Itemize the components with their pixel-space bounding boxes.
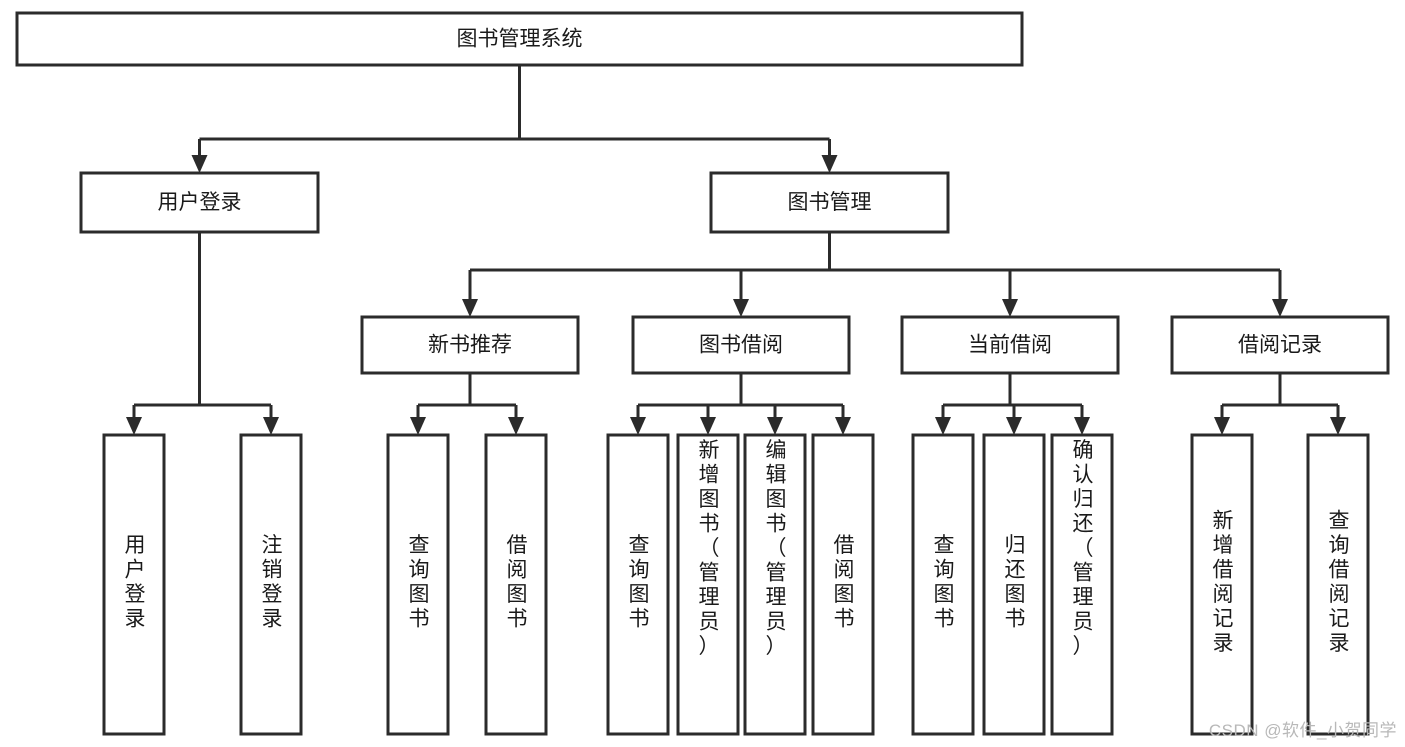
node-box-book-manage bbox=[709, 171, 950, 234]
node-box-borrow-book-2 bbox=[811, 433, 875, 736]
arrow-user-login-head bbox=[191, 155, 208, 173]
arrow-user-login-leaf-head bbox=[126, 417, 142, 435]
node-confirm-return-admin[interactable]: 确认归还（管理员） bbox=[1050, 433, 1114, 736]
node-book-borrow[interactable]: 图书借阅 bbox=[631, 315, 851, 375]
node-box-borrow-book-1 bbox=[484, 433, 548, 736]
node-box-user-logout-leaf bbox=[239, 433, 303, 736]
arrow-user-logout-leaf-head bbox=[263, 417, 279, 435]
node-user-login-leaf[interactable]: 用户登录 bbox=[102, 433, 166, 736]
node-box-new-book-recommend bbox=[360, 315, 580, 375]
node-label-new-book-recommend: 新书推荐 bbox=[428, 334, 512, 357]
arrow-borrow-book-2-head bbox=[835, 417, 851, 435]
arrow-confirm-return-admin-head bbox=[1074, 417, 1090, 435]
node-new-book-recommend[interactable]: 新书推荐 bbox=[360, 315, 580, 375]
arrow-current-borrow-head bbox=[1002, 299, 1018, 317]
node-label-query-book-3: 查询图书 bbox=[934, 534, 955, 631]
node-label-current-borrow: 当前借阅 bbox=[968, 334, 1052, 357]
node-label-borrow-record: 借阅记录 bbox=[1238, 334, 1322, 357]
node-box-user-login-leaf bbox=[102, 433, 166, 736]
node-user-login[interactable]: 用户登录 bbox=[79, 171, 320, 234]
node-book-manage[interactable]: 图书管理 bbox=[709, 171, 950, 234]
arrow-query-book-3-head bbox=[935, 417, 951, 435]
node-edit-book-admin[interactable]: 编辑图书（管理员） bbox=[743, 433, 807, 736]
node-user-logout-leaf[interactable]: 注销登录 bbox=[239, 433, 303, 736]
arrow-add-borrow-record-head bbox=[1214, 417, 1230, 435]
connector-layer bbox=[126, 65, 1346, 435]
node-borrow-book-1[interactable]: 借阅图书 bbox=[484, 433, 548, 736]
node-label-borrow-book-1: 借阅图书 bbox=[507, 534, 528, 631]
arrow-book-manage-head bbox=[821, 155, 838, 173]
node-query-book-3[interactable]: 查询图书 bbox=[911, 433, 975, 736]
arrow-borrow-record-head bbox=[1272, 299, 1288, 317]
node-label-book-borrow: 图书借阅 bbox=[699, 334, 783, 357]
node-label-user-login-leaf: 用户登录 bbox=[125, 534, 146, 631]
node-label-root: 图书管理系统 bbox=[457, 28, 583, 51]
arrow-book-borrow-head bbox=[733, 299, 749, 317]
node-label-query-borrow-record: 查询借阅记录 bbox=[1329, 509, 1350, 655]
node-box-add-borrow-record bbox=[1190, 433, 1254, 736]
node-box-return-book bbox=[982, 433, 1046, 736]
arrow-edit-book-admin-head bbox=[767, 417, 783, 435]
node-label-add-borrow-record: 新增借阅记录 bbox=[1213, 509, 1234, 655]
node-borrow-book-2[interactable]: 借阅图书 bbox=[811, 433, 875, 736]
node-layer: 图书管理系统用户登录用户登录注销登录图书管理新书推荐查询图书借阅图书图书借阅查询… bbox=[15, 11, 1390, 736]
node-label-add-book-admin: 新增图书（管理员） bbox=[699, 439, 720, 658]
arrow-query-book-1-head bbox=[410, 417, 426, 435]
node-current-borrow[interactable]: 当前借阅 bbox=[900, 315, 1120, 375]
node-label-query-book-2: 查询图书 bbox=[629, 534, 650, 631]
arrow-add-book-admin-head bbox=[700, 417, 716, 435]
node-box-user-login bbox=[79, 171, 320, 234]
node-label-query-book-1: 查询图书 bbox=[409, 534, 430, 631]
node-add-book-admin[interactable]: 新增图书（管理员） bbox=[676, 433, 740, 736]
node-box-query-borrow-record bbox=[1306, 433, 1370, 736]
node-box-add-book-admin bbox=[676, 433, 740, 736]
node-label-user-login: 用户登录 bbox=[158, 191, 242, 214]
arrow-return-book-head bbox=[1006, 417, 1022, 435]
arrow-borrow-book-1-head bbox=[508, 417, 524, 435]
node-label-confirm-return-admin: 确认归还（管理员） bbox=[1073, 439, 1094, 658]
node-box-edit-book-admin bbox=[743, 433, 807, 736]
node-box-current-borrow bbox=[900, 315, 1120, 375]
node-label-borrow-book-2: 借阅图书 bbox=[834, 534, 855, 631]
node-return-book[interactable]: 归还图书 bbox=[982, 433, 1046, 736]
arrow-query-book-2-head bbox=[630, 417, 646, 435]
node-box-book-borrow bbox=[631, 315, 851, 375]
node-box-confirm-return-admin bbox=[1050, 433, 1114, 736]
node-query-borrow-record[interactable]: 查询借阅记录 bbox=[1306, 433, 1370, 736]
node-label-return-book: 归还图书 bbox=[1005, 534, 1026, 631]
node-add-borrow-record[interactable]: 新增借阅记录 bbox=[1190, 433, 1254, 736]
arrow-query-borrow-record-head bbox=[1330, 417, 1346, 435]
node-label-user-logout-leaf: 注销登录 bbox=[262, 534, 283, 631]
node-box-query-book-1 bbox=[386, 433, 450, 736]
csdn-watermark: CSDN @软件_小贺同学 bbox=[1208, 721, 1397, 740]
node-box-borrow-record bbox=[1170, 315, 1390, 375]
node-root[interactable]: 图书管理系统 bbox=[15, 11, 1024, 67]
node-query-book-2[interactable]: 查询图书 bbox=[606, 433, 670, 736]
node-label-edit-book-admin: 编辑图书（管理员） bbox=[766, 439, 787, 658]
node-box-root bbox=[15, 11, 1024, 67]
node-query-book-1[interactable]: 查询图书 bbox=[386, 433, 450, 736]
node-label-book-manage: 图书管理 bbox=[788, 191, 872, 214]
node-borrow-record[interactable]: 借阅记录 bbox=[1170, 315, 1390, 375]
node-box-query-book-3 bbox=[911, 433, 975, 736]
arrow-new-book-recommend-head bbox=[462, 299, 478, 317]
node-box-query-book-2 bbox=[606, 433, 670, 736]
